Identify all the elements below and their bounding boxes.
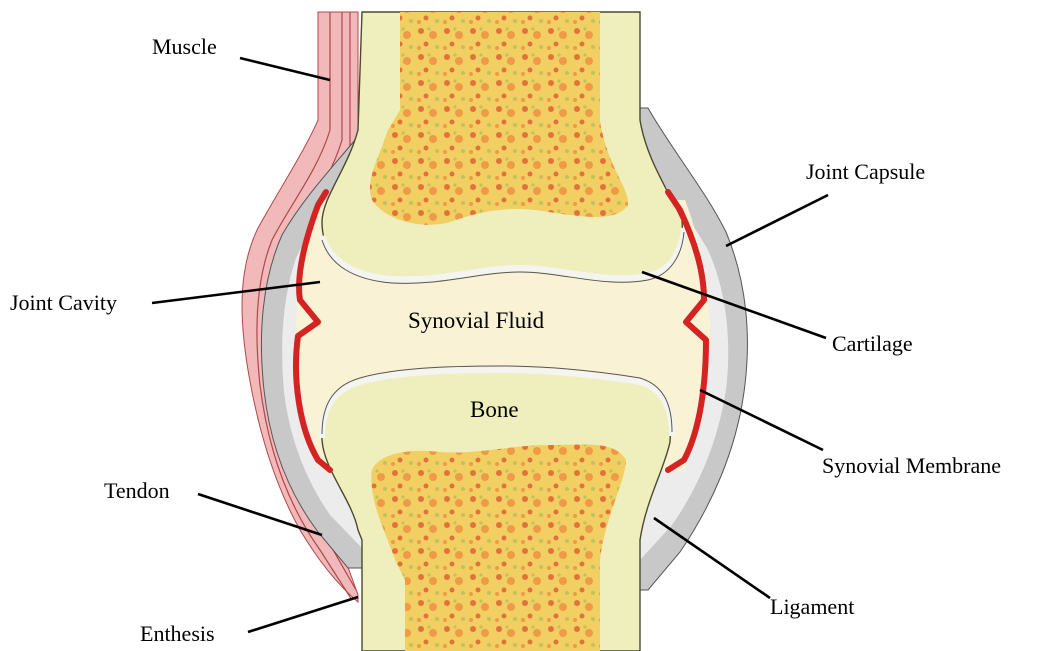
muscle-leader <box>240 58 330 80</box>
joint-cavity-label: Joint Cavity <box>10 290 117 315</box>
lower-bone-marrow <box>371 444 626 651</box>
upper-bone-marrow <box>370 12 628 225</box>
synovial-membrane-label: Synovial Membrane <box>822 453 1001 478</box>
muscle-label: Muscle <box>152 34 217 59</box>
synovial-fluid-label: Synovial Fluid <box>408 308 545 333</box>
bone-label: Bone <box>470 397 519 422</box>
ligament-label: Ligament <box>770 594 854 619</box>
enthesis-label: Enthesis <box>140 621 215 646</box>
joint-capsule-leader <box>726 195 828 246</box>
cartilage-label: Cartilage <box>832 331 913 356</box>
tendon-label: Tendon <box>104 478 170 503</box>
enthesis-leader <box>248 597 358 632</box>
joint-capsule-label: Joint Capsule <box>806 159 925 184</box>
